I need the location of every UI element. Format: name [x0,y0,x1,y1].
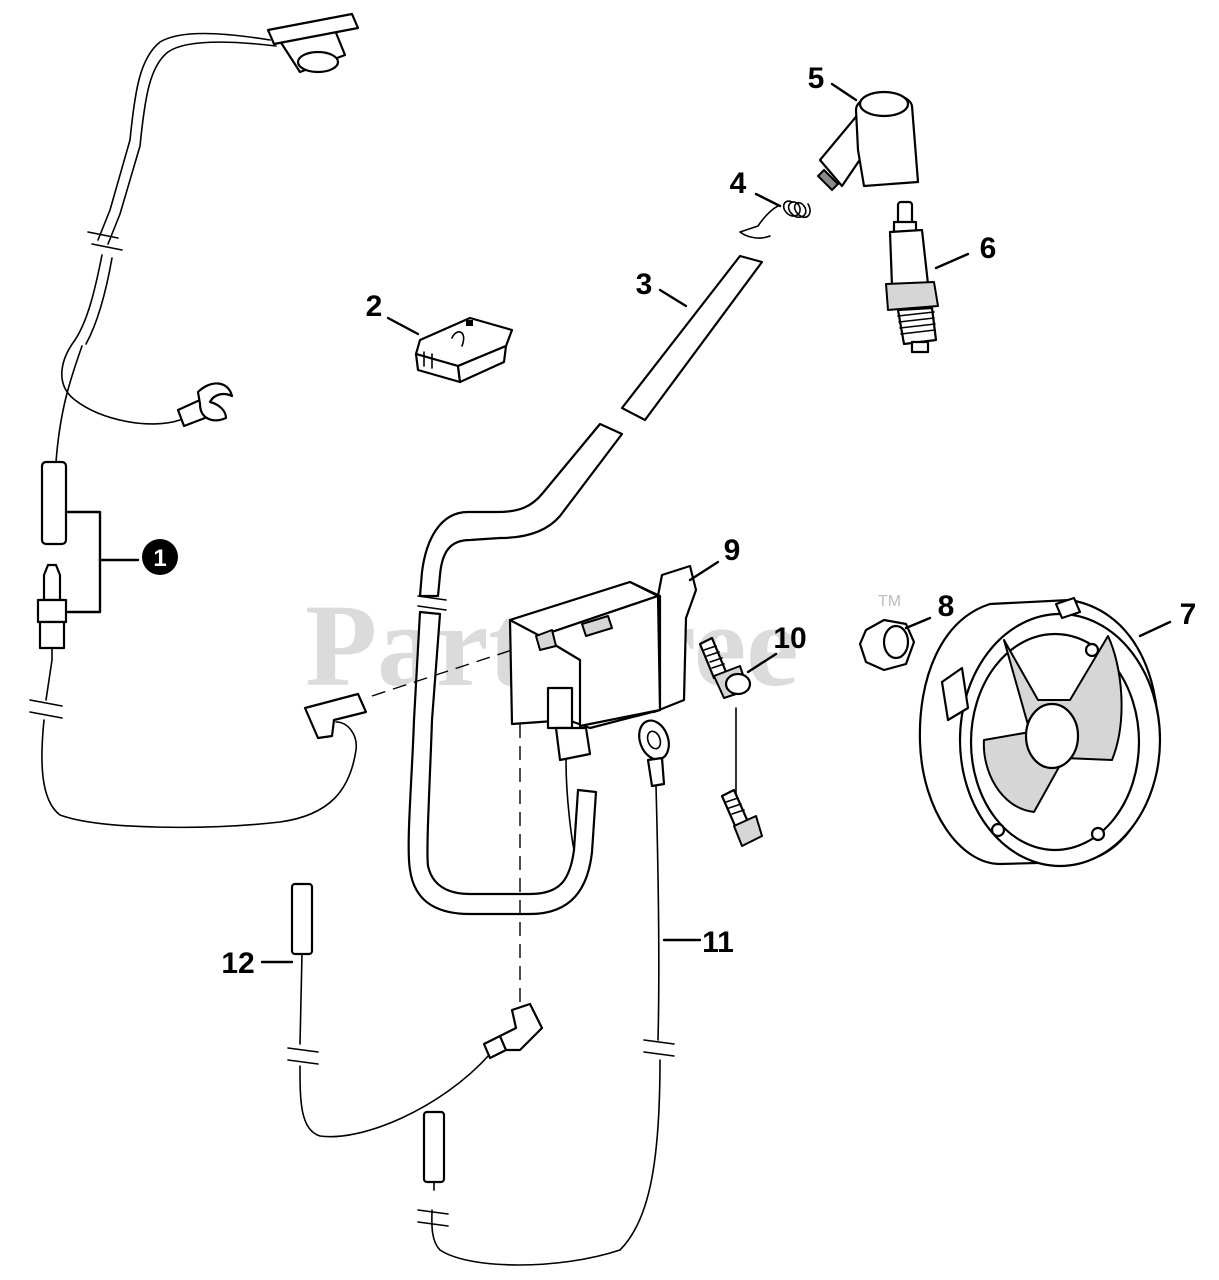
flywheel[interactable] [918,596,1162,868]
callout-3: 3 [636,268,653,301]
harness-boot [266,12,360,46]
coil-terminal-connector [303,692,368,740]
ignition-coil[interactable] [508,564,698,851]
watermark-trademark: TM [878,593,901,610]
ignition-wire-segment-lower [407,610,598,916]
callout-2: 2 [366,290,383,323]
callout-6: 6 [980,232,997,265]
callout-9: 9 [724,534,741,567]
callout-8: 8 [938,590,955,623]
callout-5: 5 [808,62,825,95]
ground-wire[interactable] [417,716,702,1266]
alignment-line-1 [371,647,519,697]
spark-plug-boot[interactable] [816,90,920,192]
callout-11: 11 [702,926,734,959]
male-connector-body [36,598,68,624]
wire-harness[interactable] [29,12,360,829]
fork-terminal [196,382,234,422]
spring[interactable] [739,200,811,239]
callouts: 1 2 3 4 5 6 7 8 9 10 11 12 [142,62,1196,980]
screw-lower[interactable] [720,788,763,847]
callout-10: 10 [773,622,806,655]
ignition-wire[interactable] [407,254,764,916]
flywheel-nut[interactable] [858,618,916,672]
male-connector-tip [42,563,62,602]
callout-1-circle [142,539,178,575]
callout-12: 12 [221,947,254,980]
callout-4: 4 [730,167,747,200]
ignition-wire-segment-upper [620,254,764,422]
part-2-block[interactable] [414,316,514,384]
male-connector-sleeve [38,620,66,650]
callout-7: 7 [1180,598,1197,631]
harness-clip-eyelet [296,50,340,74]
stop-wire[interactable] [260,882,544,1138]
spark-plug[interactable] [885,200,939,354]
screw-upper[interactable] [698,636,752,699]
leader-lines [386,82,1172,674]
ignition-wire-segment-mid [418,422,624,598]
callout-1: 1 [153,545,166,572]
female-connector [40,460,68,546]
